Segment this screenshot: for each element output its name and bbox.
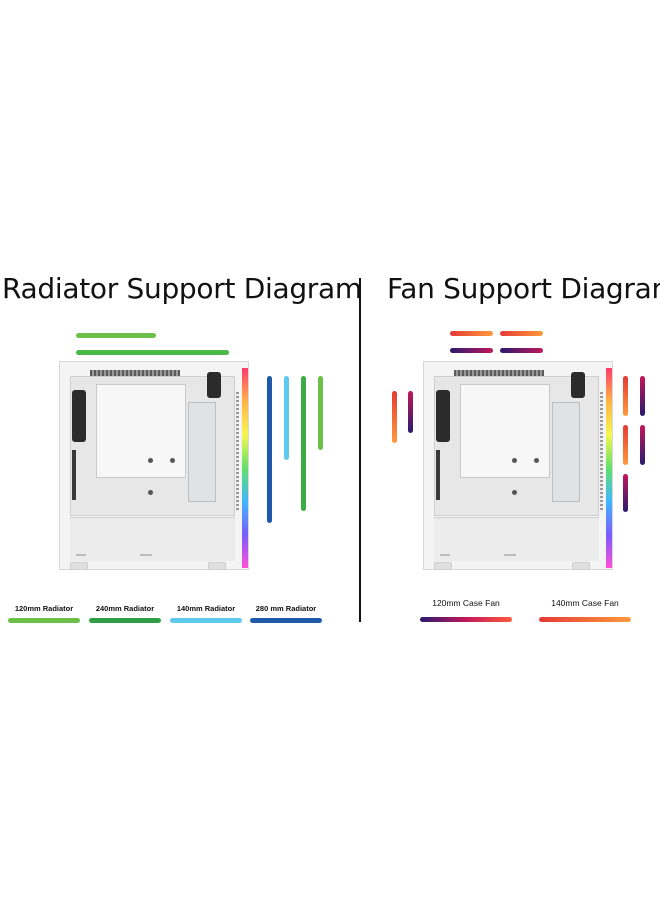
case-foot	[208, 562, 226, 570]
pc-case-illustration-right	[423, 361, 613, 570]
top-vent	[454, 370, 544, 376]
legend-swatch-140mm-radiator	[170, 618, 242, 623]
radiator-top-bar-240	[76, 350, 229, 355]
drive-cage	[552, 402, 580, 502]
fan-top-bar-140-b	[500, 331, 543, 336]
case-foot	[70, 562, 88, 570]
legend-label-120mm-radiator: 120mm Radiator	[14, 604, 74, 613]
expansion-slots	[72, 450, 76, 500]
legend-label-120mm-case-fan: 120mm Case Fan	[432, 598, 500, 608]
cable-hole	[170, 458, 175, 463]
top-rear-fan	[207, 372, 221, 398]
fan-rear-bar-140	[392, 391, 397, 443]
rear-fan	[72, 390, 86, 442]
front-led-strip	[600, 392, 603, 512]
motherboard-tray	[460, 384, 550, 478]
fan-front-bar-140-b	[623, 425, 628, 465]
bottom-label	[140, 554, 152, 556]
cable-hole	[512, 458, 517, 463]
expansion-slots	[436, 450, 440, 500]
radiator-front-bar-280	[267, 376, 272, 523]
bottom-label	[504, 554, 516, 556]
cable-hole	[534, 458, 539, 463]
fan-top-bar-140-a	[450, 331, 493, 336]
legend-swatch-120mm-case-fan	[420, 617, 512, 622]
fan-front-bar-120-b	[640, 376, 645, 416]
front-rgb-strip	[242, 368, 248, 568]
fan-rear-bar-120	[408, 391, 413, 433]
rear-fan	[436, 390, 450, 442]
cable-hole	[148, 458, 153, 463]
radiator-top-bar-120	[76, 333, 156, 338]
legend-label-140mm-case-fan: 140mm Case Fan	[551, 598, 619, 608]
fan-top-bar-120-b	[500, 348, 543, 353]
case-foot	[434, 562, 452, 570]
radiator-front-bar-140	[284, 376, 289, 460]
cable-hole	[512, 490, 517, 495]
fan-top-bar-120-a	[450, 348, 493, 353]
legend-swatch-140mm-case-fan	[539, 617, 631, 622]
motherboard-tray	[96, 384, 186, 478]
legend-label-240mm-radiator: 240mm Radiator	[95, 604, 155, 613]
legend-swatch-280mm-radiator	[250, 618, 322, 623]
legend-swatch-120mm-radiator	[8, 618, 80, 623]
legend-label-280mm-radiator: 280 mm Radiator	[255, 604, 317, 613]
fan-front-bar-120-c	[640, 425, 645, 465]
radiator-diagram-title: Radiator Support Diagram	[2, 272, 362, 305]
top-vent	[90, 370, 180, 376]
fan-front-bar-120-a	[623, 474, 628, 512]
case-foot	[572, 562, 590, 570]
front-rgb-strip	[606, 368, 612, 568]
drive-cage	[188, 402, 216, 502]
panel-divider	[359, 278, 361, 622]
legend-label-140mm-radiator: 140mm Radiator	[176, 604, 236, 613]
cable-hole	[148, 490, 153, 495]
bottom-label	[76, 554, 86, 556]
radiator-front-bar-240	[301, 376, 306, 511]
fan-front-bar-140-a	[623, 376, 628, 416]
radiator-front-bar-120	[318, 376, 323, 450]
bottom-label	[440, 554, 450, 556]
psu-shroud	[70, 517, 235, 561]
fan-diagram-title: Fan Support Diagram	[387, 272, 660, 305]
top-rear-fan	[571, 372, 585, 398]
front-led-strip	[236, 392, 239, 512]
pc-case-illustration-left	[59, 361, 249, 570]
psu-shroud	[434, 517, 599, 561]
legend-swatch-240mm-radiator	[89, 618, 161, 623]
